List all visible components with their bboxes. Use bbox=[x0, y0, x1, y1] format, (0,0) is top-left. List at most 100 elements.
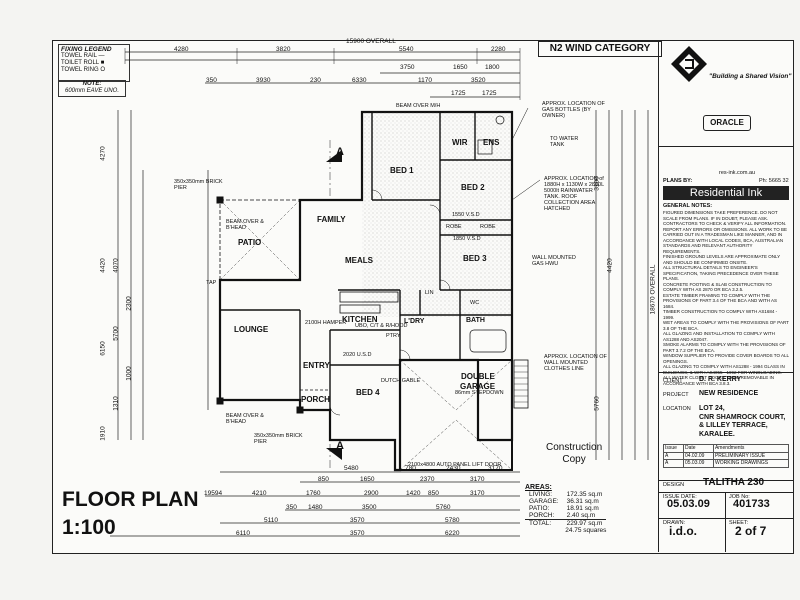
area-label: LIVING: bbox=[529, 491, 553, 498]
room-linen: LIN bbox=[425, 290, 434, 296]
general-note: CONTRACTORS TO CHECK & VERIFY ALL INFORM… bbox=[663, 221, 787, 254]
address-line: LOT 24, bbox=[699, 405, 725, 412]
dim: 4280 bbox=[174, 46, 189, 53]
dim: 2370 bbox=[420, 476, 435, 483]
dim: 6150 bbox=[99, 341, 107, 356]
section-marker-a: A bbox=[336, 440, 344, 452]
room-kitchen: KITCHEN bbox=[342, 315, 378, 324]
room-robe: ROBE bbox=[446, 224, 462, 230]
dim: 1310 bbox=[112, 396, 120, 411]
dim: 4070 bbox=[112, 258, 120, 273]
dim: 3100 bbox=[593, 176, 601, 191]
dim: 1480 bbox=[308, 504, 323, 511]
door-vsd: 1550 V.S.D bbox=[452, 212, 480, 218]
room-porch: PORCH bbox=[301, 395, 330, 404]
overall-dim: 15900 OVERALL bbox=[346, 38, 396, 45]
room-patio: PATIO bbox=[238, 238, 262, 247]
room-garage: GARAGE bbox=[460, 382, 496, 391]
general-note: SMOKE ALARMS TO COMPLY WITH THE PROVISIO… bbox=[663, 342, 786, 353]
dim: 1650 bbox=[453, 64, 468, 71]
room-pantry: PTRY bbox=[386, 333, 401, 339]
note-brick-pier: 350x350mm BRICK PIER bbox=[174, 179, 223, 191]
note-stepdown: 86mm STEPDOWN bbox=[455, 390, 504, 396]
note-tap: TAP bbox=[206, 280, 217, 286]
address-line: CNR SHAMROCK COURT, bbox=[699, 413, 786, 421]
dim: 3170 bbox=[470, 476, 485, 483]
note-lift-door: 2100x4800 AUTO PANEL LIFT DOOR bbox=[408, 462, 502, 468]
dim: 4270 bbox=[99, 146, 107, 161]
general-note: WINDOW SUPPLIER TO PROVIDE COVER BOARDS … bbox=[663, 353, 789, 364]
job-number: 401733 bbox=[733, 498, 770, 510]
room-wir: WIR bbox=[452, 138, 468, 147]
sheet-number: 2 of 7 bbox=[735, 524, 767, 538]
dim: 4420 bbox=[99, 258, 107, 273]
table-row: PATIO:18.91 sq.m bbox=[525, 505, 606, 512]
phone: Ph: 5665 32 bbox=[759, 178, 789, 184]
table-row: GARAGE: 36.31 sq.m bbox=[525, 498, 606, 505]
table-row: TOTAL:229.97 sq.m bbox=[525, 519, 607, 527]
dim: 5760 bbox=[593, 396, 601, 411]
note-title: NOTE: bbox=[82, 81, 102, 87]
general-note: ESTATE TIMBER FRAMING TO COMPLY WITH THE… bbox=[663, 292, 777, 309]
dim: 230 bbox=[310, 77, 321, 84]
stamp-line: Construction bbox=[546, 442, 603, 453]
area-label: GARAGE: bbox=[529, 498, 559, 505]
legend-item: TOWEL RAIL — bbox=[61, 53, 127, 60]
job-number-label: JOB No: bbox=[729, 494, 750, 500]
room-bed1: BED 1 bbox=[390, 166, 414, 175]
dim: 3570 bbox=[350, 530, 365, 537]
room-robe: ROBE bbox=[480, 224, 496, 230]
dim: 5110 bbox=[264, 517, 278, 524]
room-bed4: BED 4 bbox=[356, 388, 380, 397]
dim: 350 bbox=[206, 77, 217, 84]
legend-title: FIXING LEGEND bbox=[61, 46, 112, 53]
area-value: 36.31 sq.m bbox=[566, 498, 599, 505]
drawn-by: i.d.o. bbox=[669, 524, 697, 538]
room-entry: ENTRY bbox=[303, 361, 330, 370]
area-value: 229.97 sq.m bbox=[566, 520, 603, 527]
brand-logo: ORACLE bbox=[703, 115, 751, 131]
room-family: FAMILY bbox=[317, 215, 346, 224]
note-brick-pier: 350x350mm BRICK PIER bbox=[254, 433, 303, 445]
toilet-roll-symbol: ■ bbox=[100, 60, 105, 66]
towel-rail-symbol: — bbox=[98, 53, 105, 59]
dim: 3570 bbox=[350, 517, 365, 524]
room-bed3: BED 3 bbox=[463, 254, 487, 263]
issue-date: 05.03.09 bbox=[667, 498, 710, 510]
dim: 850 bbox=[428, 490, 439, 497]
general-note: ALL STRUCTURAL DETAILS TO ENGINEER'S SPE… bbox=[663, 265, 779, 281]
room-lounge: LOUNGE bbox=[234, 325, 269, 334]
location-address: LOT 24, CNR SHAMROCK COURT, & LILLEY TER… bbox=[699, 405, 785, 439]
dim: 1760 bbox=[306, 490, 321, 497]
note-beam-over: BEAM OVER M/H bbox=[396, 103, 441, 109]
dim: 1910 bbox=[99, 426, 107, 441]
note-clothes-line: APPROX. LOCATION OF WALL MOUNTED CLOTHES… bbox=[544, 354, 607, 372]
dim: 1800 bbox=[485, 64, 500, 71]
dim: 5760 bbox=[436, 504, 451, 511]
room-wc: WC bbox=[470, 300, 480, 306]
dim: 3520 bbox=[471, 77, 486, 84]
dim: 3170 bbox=[488, 465, 503, 472]
drawn-label: DRAWN: bbox=[663, 520, 686, 526]
table-row: LIVING:172.35 sq.m bbox=[525, 491, 606, 498]
general-notes: FIGURED DIMENSIONS TAKE PREFERENCE. DO N… bbox=[663, 210, 789, 386]
legend-item-label: TOILET ROLL bbox=[61, 60, 99, 66]
legend-item: TOWEL RING O bbox=[61, 67, 127, 74]
dim: 1725 bbox=[451, 90, 466, 97]
wind-category: N2 WIND CATEGORY bbox=[538, 41, 662, 57]
note-rain-tank: APPROX. LOCATION of 1880H x 1130W x 2800… bbox=[544, 176, 604, 212]
legend-item: TOILET ROLL ■ bbox=[61, 60, 127, 67]
title-line: FLOOR PLAN bbox=[62, 488, 199, 511]
rev-header: Amendments bbox=[712, 444, 790, 453]
dim: 6330 bbox=[352, 77, 367, 84]
dim: 3170 bbox=[470, 490, 485, 497]
dim: 5540 bbox=[399, 46, 414, 53]
drawing-title: FLOOR PLAN 1:100 bbox=[62, 486, 199, 542]
design-name: TALITHA 230 bbox=[703, 477, 765, 488]
project-name: NEW RESIDENCE bbox=[699, 390, 759, 397]
room-bed2: BED 2 bbox=[461, 183, 485, 192]
drafter-brand: Residential Ink bbox=[663, 186, 789, 200]
dim: 850 bbox=[318, 476, 329, 483]
construction-copy-stamp: Construction Copy bbox=[546, 442, 602, 466]
